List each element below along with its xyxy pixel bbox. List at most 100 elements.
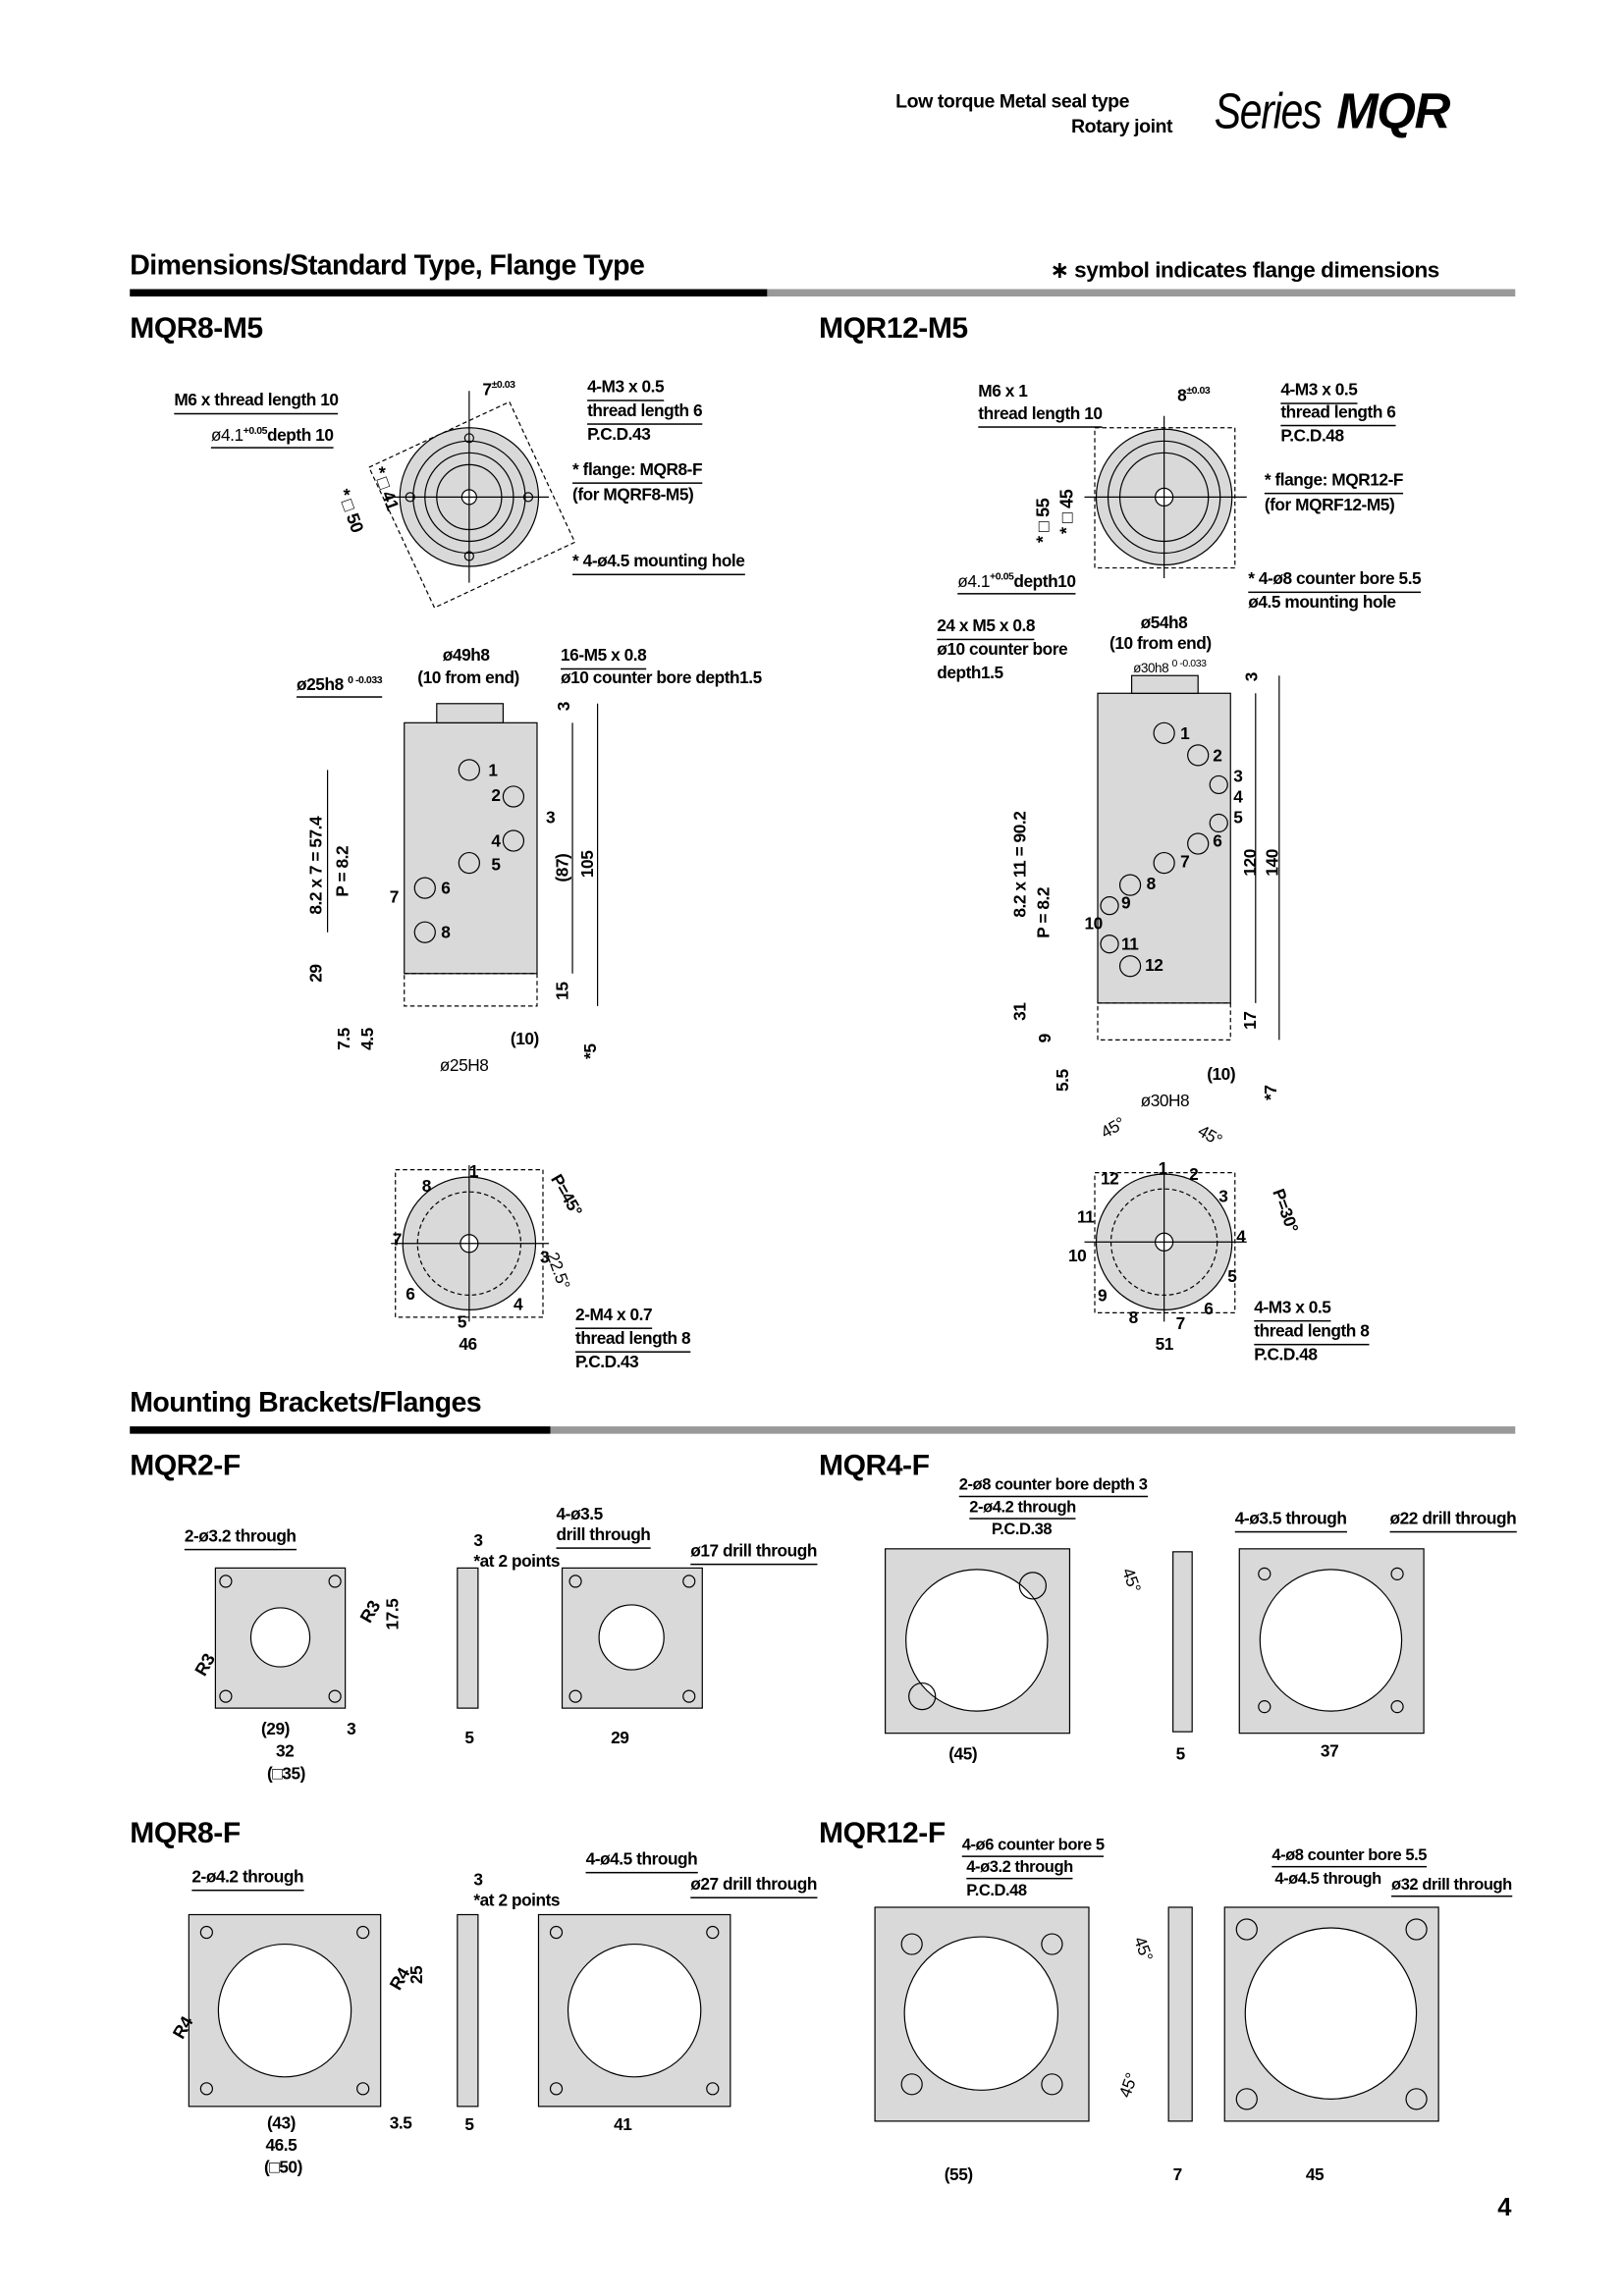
dim-label: (10) xyxy=(510,1031,539,1049)
port-number: 7 xyxy=(1175,1315,1186,1334)
dim-label: 24 x M5 x 0.8 xyxy=(937,618,1036,640)
dim-label: 4-ø3.5 through xyxy=(1234,1511,1347,1532)
dim-label: drill through xyxy=(556,1527,651,1549)
port-number: 5 xyxy=(491,857,501,876)
dim-label: P.C.D.43 xyxy=(575,1354,639,1372)
port-number: 3 xyxy=(1233,768,1243,786)
dim-label: ø32 drill through xyxy=(1391,1877,1512,1897)
dim-label: (for MQRF8-M5) xyxy=(572,486,694,505)
dim-label: (87) xyxy=(555,853,573,882)
dim-label: 31 xyxy=(1011,1002,1030,1021)
port-number: 9 xyxy=(1098,1287,1108,1306)
dim-label: ø49h8 xyxy=(442,647,490,666)
dim-label: 2-ø3.2 through xyxy=(184,1528,297,1550)
dim-label: ø25H8 xyxy=(439,1057,489,1076)
dim-label: ø30H8 xyxy=(1140,1093,1190,1111)
dim-label: P.C.D.48 xyxy=(966,1882,1027,1900)
dim-label: M6 x 1 xyxy=(978,383,1028,401)
dim-label: 4-M3 x 0.5 xyxy=(1254,1301,1331,1321)
flange-symbol-note: ∗ symbol indicates flange dimensions xyxy=(1050,257,1439,284)
dim-label: 5 xyxy=(1175,1746,1186,1765)
port-number: 2 xyxy=(1213,747,1222,766)
dim-tolerance: ±0.03 xyxy=(491,380,515,392)
dim-label: 29 xyxy=(308,964,327,983)
dim-label: thread length 6 xyxy=(1280,404,1396,426)
dim-label: 2-ø8 counter bore depth 3 xyxy=(958,1477,1148,1498)
dim-label: 41 xyxy=(614,2116,632,2135)
port-number: 1 xyxy=(1180,725,1190,744)
dim-label: *5 xyxy=(582,1043,601,1059)
port-number: 3 xyxy=(539,1249,550,1267)
dim-label: 46.5 xyxy=(265,2137,298,2156)
port-number: 4 xyxy=(1233,788,1243,807)
port-number: 12 xyxy=(1101,1171,1119,1190)
dim-label: 7 xyxy=(482,381,492,400)
dim-tolerance: +0.05 xyxy=(990,572,1014,583)
dim-label: 2-M4 x 0.7 xyxy=(575,1308,653,1329)
port-number: 2 xyxy=(1189,1166,1199,1185)
dim-label: 3 xyxy=(1243,672,1262,682)
port-number: 4 xyxy=(513,1296,523,1314)
port-number: 11 xyxy=(1076,1209,1095,1228)
dim-label: * □ 55 xyxy=(1032,498,1054,543)
dim-label: thread length 8 xyxy=(575,1331,691,1353)
port-number: 6 xyxy=(1204,1301,1214,1319)
section-divider-dark xyxy=(130,1426,551,1434)
dim-tolerance: 0 -0.033 xyxy=(348,675,383,686)
dim-label: ø10 counter bore xyxy=(937,641,1068,660)
port-number: 3 xyxy=(1218,1189,1228,1207)
dim-label: 17.5 xyxy=(385,1598,404,1630)
dim-label: 4-ø6 counter bore 5 xyxy=(961,1838,1105,1857)
dim-label: *7 xyxy=(1263,1085,1281,1101)
model-title-mqr8-m5: MQR8-M5 xyxy=(130,312,263,346)
dim-label: 4-ø3.5 xyxy=(556,1506,604,1524)
dim-label: 5 xyxy=(464,2116,474,2135)
dim-label: * 4-ø8 counter bore 5.5 xyxy=(1248,571,1422,593)
dim-label: ø17 drill through xyxy=(690,1544,817,1565)
dim-label: depth1.5 xyxy=(937,665,1003,683)
dim-label: *at 2 points xyxy=(473,1553,561,1572)
dim-label: P = 8.2 xyxy=(335,845,353,897)
dim-label: 7 xyxy=(1172,2166,1183,2185)
dim-label: ø4.1 xyxy=(957,573,991,592)
dim-label: ø22 drill through xyxy=(1389,1511,1517,1532)
dim-label: thread length 8 xyxy=(1254,1324,1370,1345)
dim-label: 105 xyxy=(579,850,598,879)
dim-label: 37 xyxy=(1320,1743,1339,1762)
port-number: 2 xyxy=(491,787,501,806)
port-number: 8 xyxy=(421,1178,432,1197)
dim-label: 5 xyxy=(464,1730,474,1748)
section-divider-gray xyxy=(767,289,1516,297)
section-divider-gray xyxy=(550,1426,1516,1434)
port-number: 7 xyxy=(1180,854,1190,873)
mqr8-m5-side-view xyxy=(326,703,599,1007)
section-title-dimensions: Dimensions/Standard Type, Flange Type xyxy=(130,250,645,283)
dim-label: (55) xyxy=(944,2166,973,2185)
port-number: 7 xyxy=(392,1231,403,1250)
dim-label: 140 xyxy=(1264,849,1282,877)
dim-tolerance: 0 -0.033 xyxy=(1171,659,1207,670)
port-number: 6 xyxy=(441,881,451,899)
dim-label: ø4.1 xyxy=(210,427,243,446)
dim-label: 7.5 xyxy=(336,1028,354,1050)
dim-label: ø30h8 xyxy=(1133,661,1169,676)
dim-label: ø25h8 xyxy=(297,676,344,695)
header-line2: Rotary joint xyxy=(1070,115,1173,137)
dim-label: M6 x thread length 10 xyxy=(174,393,339,414)
dim-label: 46 xyxy=(459,1336,477,1355)
dim-label: * 4-ø4.5 mounting hole xyxy=(572,554,745,575)
dim-label: 4-ø8 counter bore 5.5 xyxy=(1271,1847,1427,1868)
dim-label: thread length 6 xyxy=(587,403,703,425)
dim-label: 3 xyxy=(473,1532,483,1551)
dim-label: depth 10 xyxy=(267,427,334,446)
dim-label: depth10 xyxy=(1013,573,1076,592)
dim-label: 8.2 x 11 = 90.2 xyxy=(1011,811,1030,918)
dim-label: * flange: MQR8-F xyxy=(572,462,703,484)
dim-label: * flange: MQR12-F xyxy=(1264,473,1403,494)
port-number: 5 xyxy=(1233,809,1243,828)
dim-label: ø54h8 xyxy=(1140,614,1188,633)
dim-label: (□50) xyxy=(263,2159,302,2177)
dim-label: P.C.D.48 xyxy=(1254,1346,1318,1364)
dim-label: (45) xyxy=(948,1746,978,1765)
